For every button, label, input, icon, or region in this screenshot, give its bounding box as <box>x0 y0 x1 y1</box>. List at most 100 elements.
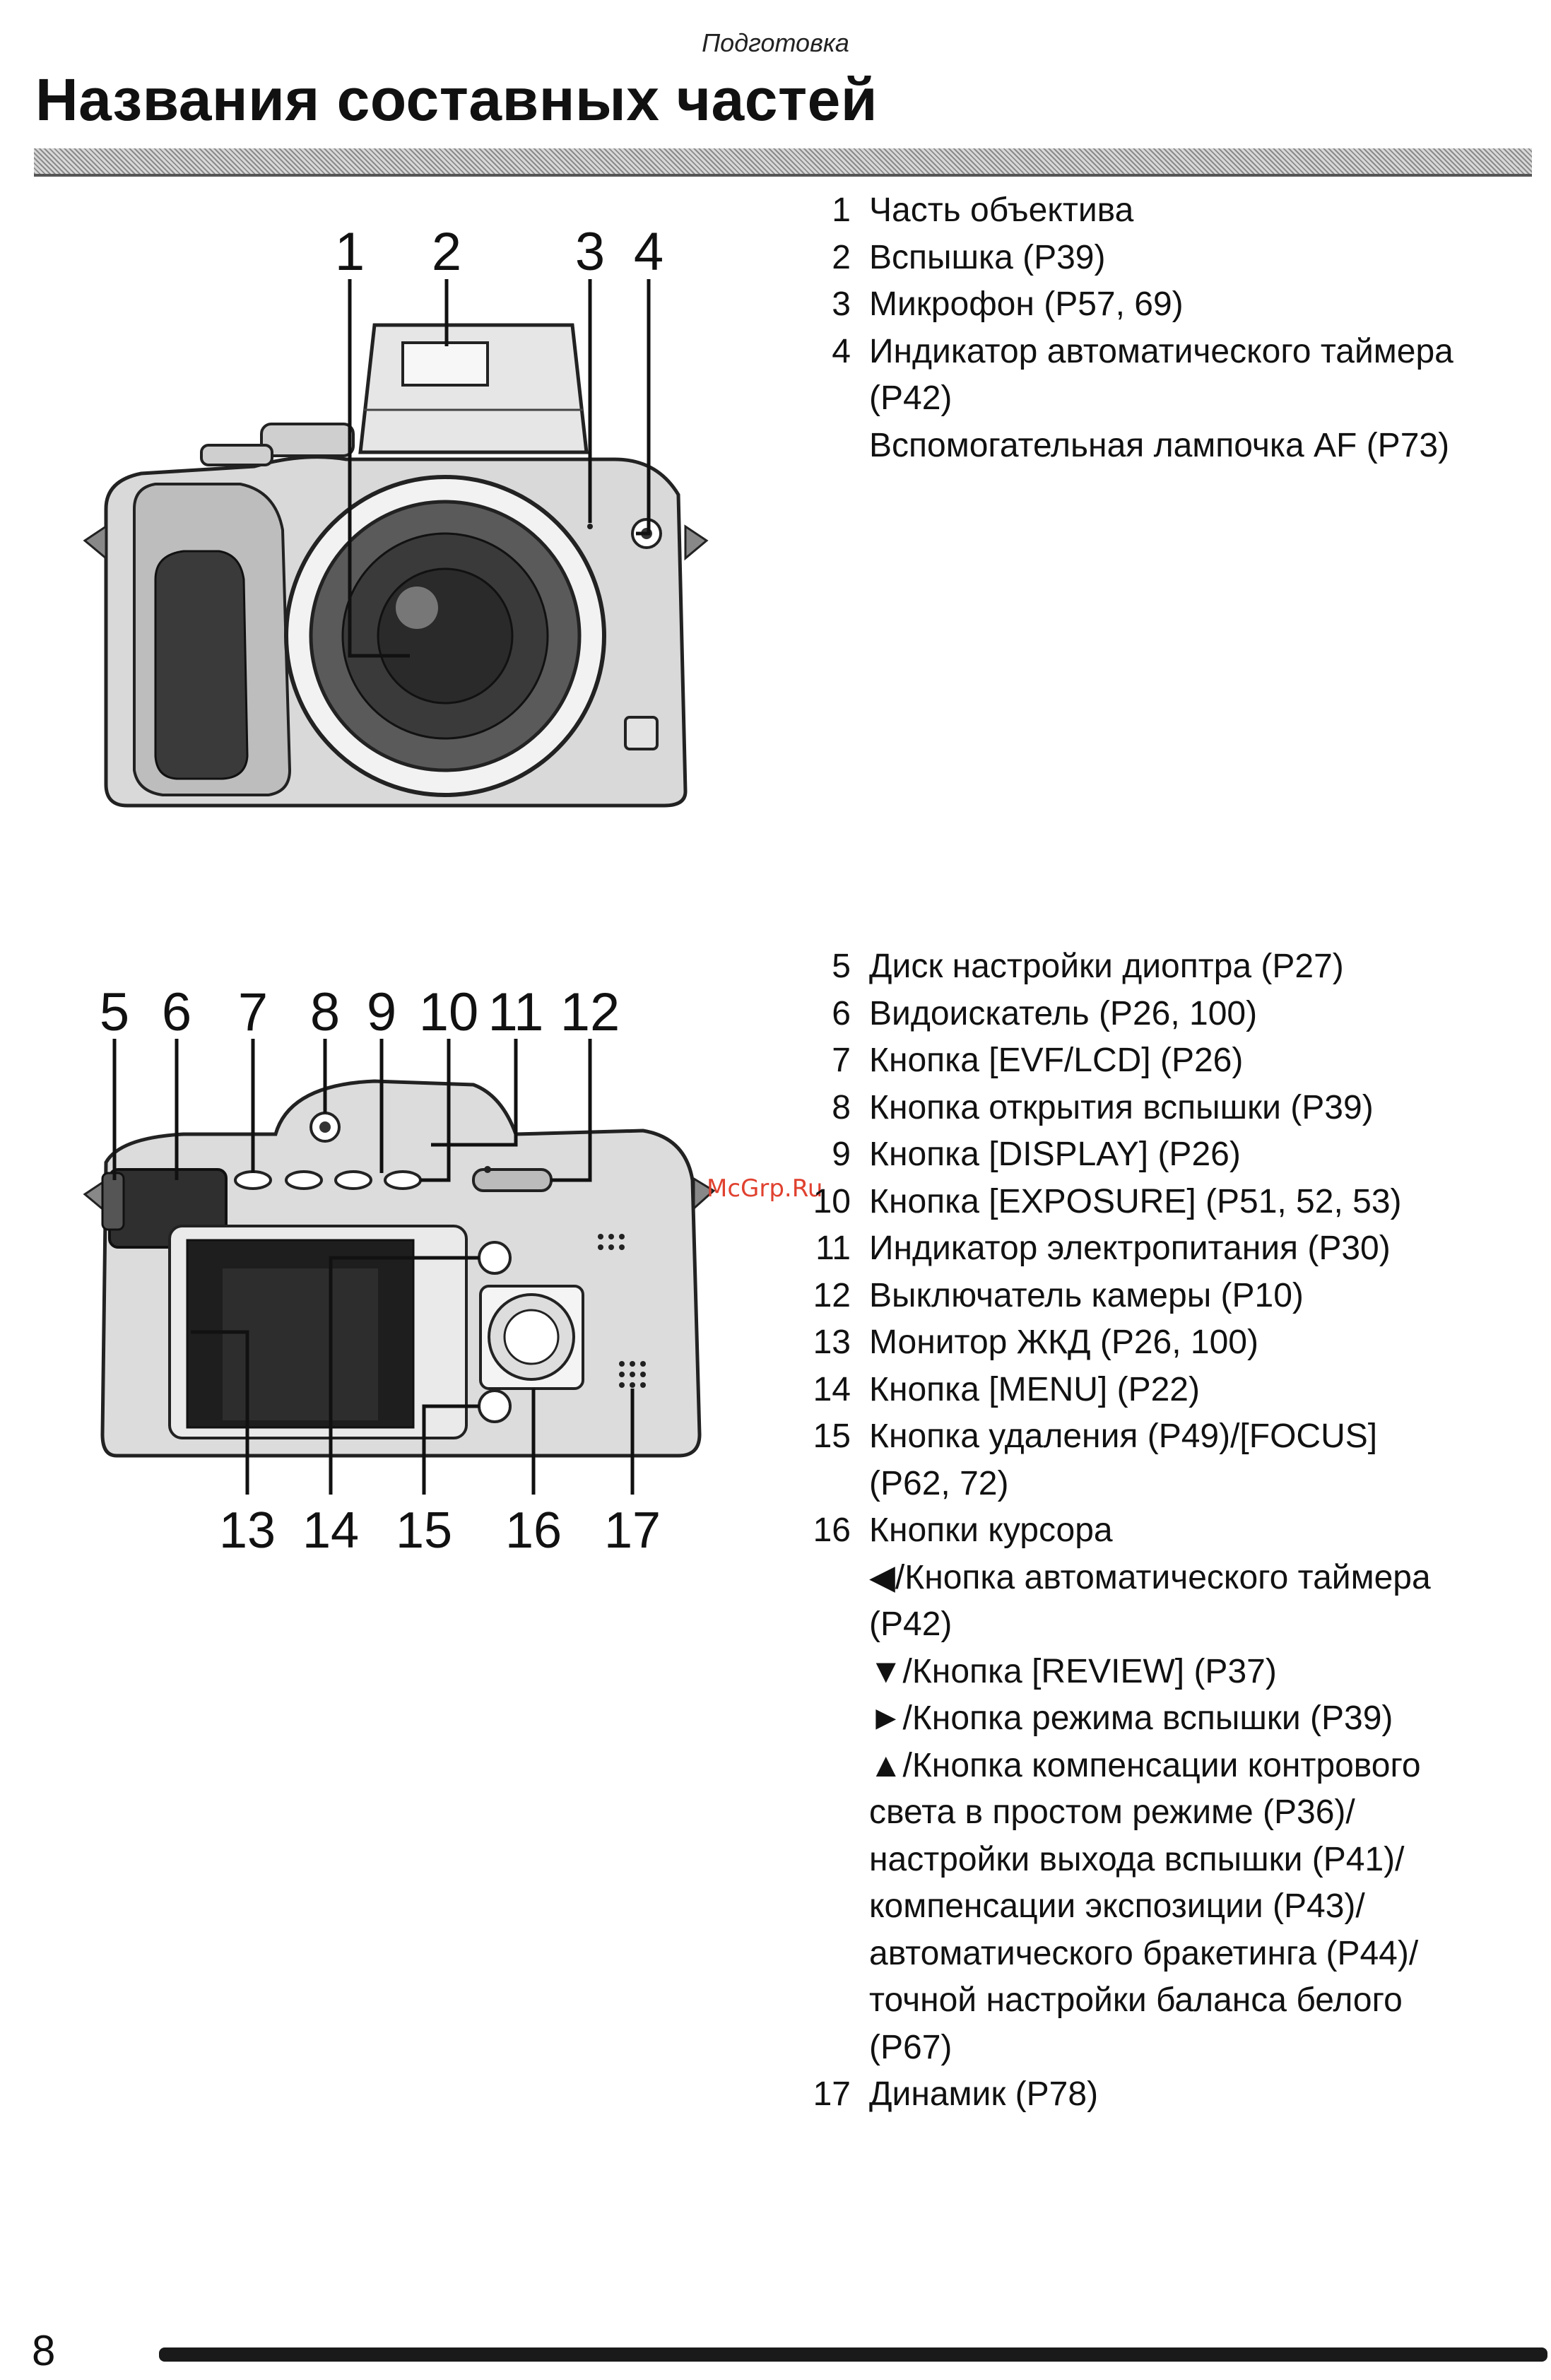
microphone-hole <box>587 524 593 529</box>
part-number: 9 <box>832 1136 851 1173</box>
part-list-item: 11 Индикатор электропитания (P30) <box>806 1225 1540 1273</box>
part-list-item: 1 Часть объектива <box>806 187 1540 235</box>
part-description: (P67) <box>869 2028 953 2066</box>
part-number: 16 <box>813 1512 851 1549</box>
part-number <box>806 1883 869 1931</box>
part-list-item: 4 Индикатор автоматического таймера <box>806 329 1540 376</box>
part-description: автоматического бракетинга (P44)/ <box>869 1934 1419 1972</box>
part-number: 4 <box>832 332 851 370</box>
part-list-item: ▼/Кнопка [REVIEW] (P37) <box>806 1649 1540 1696</box>
part-number: 10 <box>813 1182 851 1220</box>
part-list-item: (P42) <box>806 375 1540 423</box>
part-description: ▲/Кнопка компенсации контрового <box>869 1746 1421 1784</box>
rear-camera-illustration: 5 6 7 8 9 10 11 12 <box>83 982 716 1559</box>
part-number: 14 <box>813 1370 851 1408</box>
page-number: 8 <box>32 2327 56 2374</box>
part-description: Кнопка открытия вспышки (P39) <box>869 1088 1374 1126</box>
part-number <box>806 423 869 470</box>
part-number: 2 <box>832 238 851 276</box>
part-list-item: (P62, 72) <box>806 1461 1540 1508</box>
callout-3: 3 <box>575 222 605 282</box>
part-description: Кнопка [EVF/LCD] (P26) <box>869 1042 1244 1079</box>
part-description: Индикатор электропитания (P30) <box>869 1230 1391 1267</box>
part-list-item: ▲/Кнопка компенсации контрового <box>806 1743 1540 1790</box>
callout-17: 17 <box>604 1502 661 1559</box>
part-list-item: света в простом режиме (P36)/ <box>806 1789 1540 1837</box>
leader-lines-front <box>348 279 651 658</box>
part-number <box>806 2025 869 2072</box>
part-list-item: точной настройки баланса белого <box>806 1977 1540 2025</box>
callout-15: 15 <box>396 1502 452 1559</box>
part-number <box>806 1743 869 1790</box>
part-description: Динамик (P78) <box>869 2075 1099 2113</box>
part-description: (P42) <box>869 379 953 417</box>
part-number: 11 <box>815 1230 851 1267</box>
part-description: Вспомогательная лампочка AF (P73) <box>869 426 1450 464</box>
part-list-item: 10 Кнопка [EXPOSURE] (P51, 52, 53) <box>806 1179 1540 1226</box>
part-description: настройки выхода вспышки (P41)/ <box>869 1840 1405 1878</box>
part-number <box>806 1695 869 1743</box>
part-number: 7 <box>832 1042 851 1079</box>
part-number: 6 <box>832 994 851 1032</box>
part-description: Кнопка удаления (P49)/[FOCUS] <box>869 1418 1378 1455</box>
part-number <box>806 1461 869 1508</box>
callout-11: 11 <box>488 982 544 1042</box>
callout-16: 16 <box>505 1502 562 1559</box>
callout-14: 14 <box>302 1502 359 1559</box>
part-list-item: 17 Динамик (P78) <box>806 2071 1540 2119</box>
callout-8: 8 <box>310 982 340 1042</box>
part-number <box>806 1931 869 1978</box>
part-number <box>806 1789 869 1837</box>
part-list-item: 14 Кнопка [MENU] (P22) <box>806 1367 1540 1414</box>
flash-unit <box>358 323 589 454</box>
part-list-item: 9 Кнопка [DISPLAY] (P26) <box>806 1131 1540 1179</box>
part-list-item: 6 Видоискатель (P26, 100) <box>806 991 1540 1038</box>
callout-10: 10 <box>419 982 479 1042</box>
part-list-item: ◀/Кнопка автоматического таймера <box>806 1555 1540 1602</box>
part-number <box>806 1977 869 2025</box>
part-number <box>806 1555 869 1602</box>
part-description: (P62, 72) <box>869 1464 1009 1502</box>
part-list-item: 7 Кнопка [EVF/LCD] (P26) <box>806 1037 1540 1085</box>
part-description: Кнопка [DISPLAY] (P26) <box>869 1136 1241 1173</box>
callout-1: 1 <box>335 222 365 282</box>
part-number: 1 <box>832 192 851 229</box>
part-description: Монитор ЖКД (P26, 100) <box>869 1324 1258 1361</box>
part-description: компенсации экспозиции (P43)/ <box>869 1887 1365 1925</box>
camera-body-rear <box>83 1079 716 1458</box>
part-description: Кнопка [MENU] (P22) <box>869 1370 1200 1408</box>
part-number <box>806 1837 869 1884</box>
leader-lines-rear <box>112 1039 635 1495</box>
part-description: Часть объектива <box>869 192 1134 229</box>
callout-9: 9 <box>367 982 396 1042</box>
part-list-item: Вспомогательная лампочка AF (P73) <box>806 423 1540 470</box>
part-description: ►/Кнопка режима вспышки (P39) <box>869 1699 1393 1737</box>
callout-6: 6 <box>162 982 191 1042</box>
part-list-item: компенсации экспозиции (P43)/ <box>806 1883 1540 1931</box>
part-description: Видоискатель (P26, 100) <box>869 994 1258 1032</box>
part-number: 13 <box>813 1324 851 1361</box>
part-description: Кнопки курсора <box>869 1512 1113 1549</box>
part-description: Кнопка [EXPOSURE] (P51, 52, 53) <box>869 1182 1402 1220</box>
part-description: ◀/Кнопка автоматического таймера <box>869 1558 1431 1596</box>
callout-7: 7 <box>238 982 268 1042</box>
part-number: 3 <box>832 285 851 323</box>
part-number <box>806 1649 869 1696</box>
lens <box>284 475 606 797</box>
part-list-item: 13 Монитор ЖКД (P26, 100) <box>806 1319 1540 1367</box>
part-description: света в простом режиме (P36)/ <box>869 1793 1355 1831</box>
part-list-item: (P67) <box>806 2025 1540 2072</box>
part-description: Индикатор автоматического таймера <box>869 332 1453 370</box>
callout-13: 13 <box>219 1502 276 1559</box>
part-list-item: настройки выхода вспышки (P41)/ <box>806 1837 1540 1884</box>
part-number: 17 <box>813 2075 851 2113</box>
callout-12: 12 <box>560 982 620 1042</box>
front-camera-illustration: 1 2 3 4 <box>83 222 709 808</box>
